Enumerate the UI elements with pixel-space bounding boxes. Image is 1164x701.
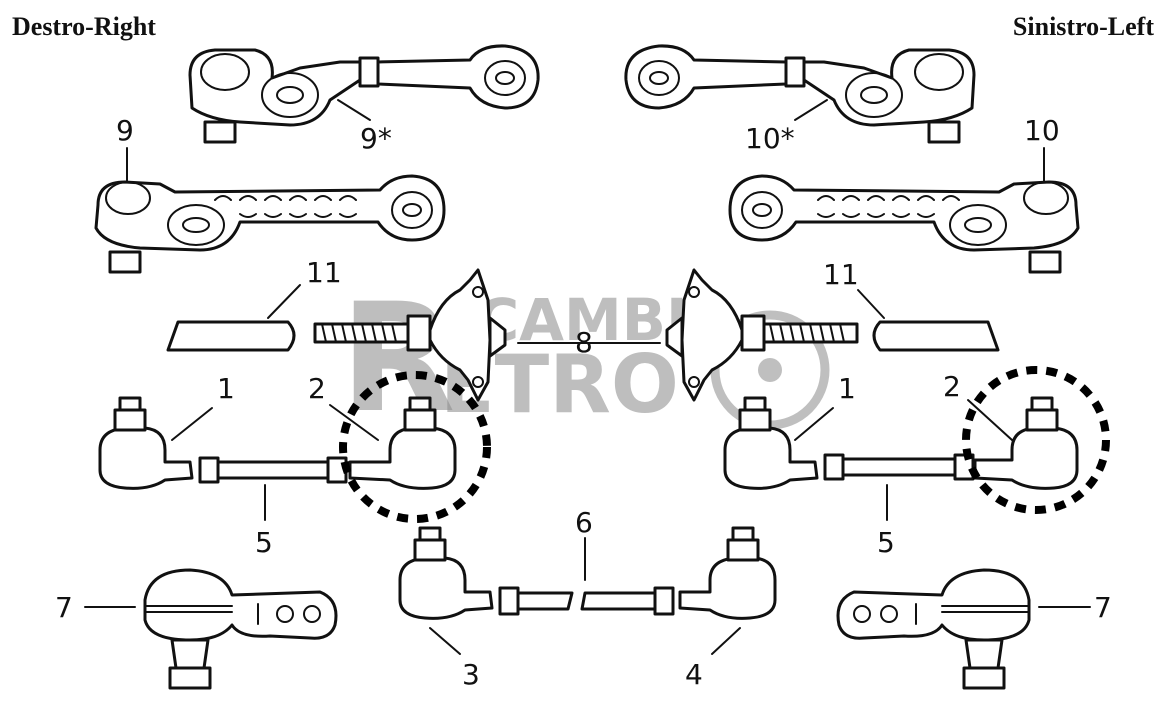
leader-lines	[84, 99, 1091, 655]
part-9-idler-arm	[94, 174, 446, 274]
callout-1-left: 1	[217, 372, 235, 405]
callout-8: 8	[575, 326, 593, 359]
callout-9-star: 9*	[360, 122, 392, 155]
callout-1-right: 1	[838, 372, 856, 405]
callout-10-star: 10*	[745, 122, 795, 155]
part-11-sleeve-right	[872, 320, 1000, 352]
callout-11-left: 11	[306, 256, 342, 289]
callout-5-left: 5	[255, 526, 273, 559]
part-10-star-adjustable-arm	[624, 44, 976, 144]
part-11-sleeve-left	[166, 320, 296, 352]
part-10-idler-arm	[728, 174, 1080, 274]
heading-left-side: Sinistro-Left	[1012, 12, 1154, 41]
callout-labels: 9 9* 10* 10 11 11 8 1 2 1 2 5 5 6 7 7 3 …	[55, 114, 1112, 691]
part-7-pitman-arm-left	[143, 568, 338, 690]
part-9-star-adjustable-arm	[188, 44, 540, 144]
callout-6: 6	[575, 506, 593, 539]
heading-right-side: Destro-Right	[12, 12, 156, 41]
callout-5-right: 5	[877, 526, 895, 559]
callout-7-left: 7	[55, 591, 73, 624]
callout-4: 4	[685, 658, 703, 691]
highlight-ring-part-2-right	[962, 366, 1110, 514]
callout-11-right: 11	[823, 258, 859, 291]
callout-3: 3	[462, 658, 480, 691]
part-1-2-5-tie-rod-left	[98, 396, 457, 490]
part-7-pitman-arm-right	[836, 568, 1031, 690]
part-3-4-6-center-rod	[398, 526, 777, 620]
highlight-ring-part-2-left	[339, 371, 491, 523]
callout-7-right: 7	[1094, 591, 1112, 624]
callout-2-left: 2	[308, 372, 326, 405]
callout-9: 9	[116, 114, 134, 147]
callout-2-right: 2	[943, 370, 961, 403]
callout-10: 10	[1024, 114, 1060, 147]
part-1-2-5-tie-rod-right	[723, 396, 1079, 490]
part-8-bolt-left	[313, 268, 507, 402]
part-8-bolt-right	[665, 268, 859, 402]
watermark-initial: R	[340, 272, 456, 446]
